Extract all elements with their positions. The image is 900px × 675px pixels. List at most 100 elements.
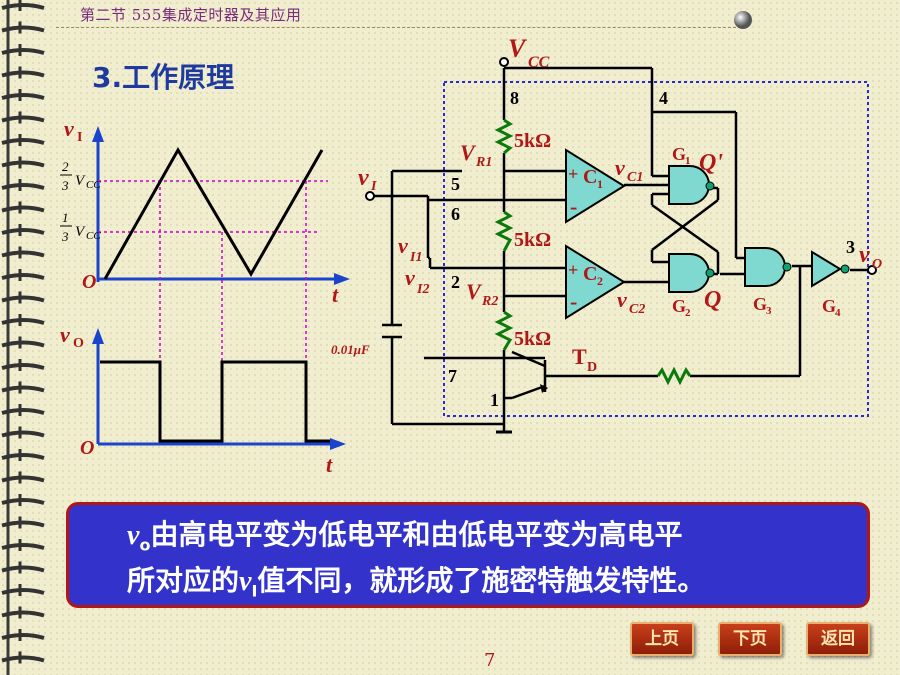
svg-text:R2: R2 — [481, 294, 498, 309]
pin-5-label: 5 — [451, 174, 460, 194]
binding-ring — [1, 655, 45, 663]
g4-label: G — [822, 296, 836, 316]
resistor-feedback — [656, 366, 692, 386]
binding-ring — [1, 408, 45, 415]
c1-label: C — [583, 166, 597, 188]
binding-ring — [1, 250, 45, 258]
binding-ring — [1, 520, 45, 528]
svg-text:I1: I1 — [409, 250, 422, 265]
svg-text:C2: C2 — [629, 302, 645, 317]
square-output-wave — [100, 360, 330, 443]
svg-text:O: O — [872, 257, 882, 272]
spiral-binding — [1, 0, 45, 675]
prev-page-button[interactable]: 上页 — [630, 622, 694, 656]
vo-axis-label: v — [60, 322, 70, 347]
low-level-denominator: 3 — [61, 229, 69, 244]
binding-ring — [1, 475, 45, 483]
explanation-line-2: 所对应的vI值不同，就形成了施密特触发特性。 — [127, 564, 706, 601]
binding-ring — [1, 363, 45, 370]
schmitt-trigger-circuit: V CC V R1 V R2 v I v I1 v I2 v C1 v C2 v… — [331, 34, 882, 434]
vr2-label: V — [466, 279, 483, 304]
binding-ring — [1, 138, 45, 145]
binding-ring — [1, 430, 45, 438]
svg-text:I2: I2 — [416, 282, 429, 297]
r1-value: 5kΩ — [514, 130, 551, 152]
binding-ring — [1, 498, 45, 505]
pin-3-label: 3 — [846, 237, 855, 257]
binding-ring — [1, 610, 45, 618]
binding-ring — [1, 160, 45, 168]
vc1-label: v — [615, 155, 625, 180]
resistor-r3 — [494, 310, 514, 351]
vo-terminal — [867, 265, 877, 275]
g2-label: G — [672, 296, 686, 316]
svg-text:C1: C1 — [627, 170, 643, 185]
vi-time-label: t — [332, 282, 339, 307]
pin-2-label: 2 — [451, 272, 460, 292]
next-page-button[interactable]: 下页 — [718, 622, 782, 656]
vi-label: v — [358, 165, 369, 191]
pin-4-label: 4 — [659, 88, 668, 108]
resistor-r1 — [494, 118, 514, 155]
capacitor-value: 0.01μF — [331, 342, 370, 357]
binding-ring — [1, 588, 45, 595]
page-number: 7 — [484, 650, 496, 671]
binding-ring — [1, 115, 45, 123]
comparator-c1 — [565, 148, 626, 224]
svg-text:V: V — [75, 173, 86, 189]
pin-8-label: 8 — [510, 88, 519, 108]
svg-text:2: 2 — [597, 274, 603, 288]
pin-1-label: 1 — [490, 390, 499, 410]
vi-terminal — [365, 191, 375, 201]
r2-value: 5kΩ — [514, 229, 551, 251]
pin-7-label: 7 — [448, 366, 457, 386]
section-header: 第二节 555集成定时器及其应用 — [80, 6, 302, 24]
svg-text:CC: CC — [86, 230, 101, 242]
binding-ring — [1, 48, 45, 55]
slide-title: 3.工作原理 — [92, 61, 235, 94]
binding-ring — [1, 205, 45, 213]
waveform-diagram: 2 3 V CC 1 3 V CC v I O t v O O t — [60, 116, 350, 477]
high-level-denominator: 3 — [61, 178, 69, 193]
pin-6-label: 6 — [451, 204, 460, 224]
svg-text:+: + — [568, 260, 578, 280]
svg-text:+: + — [568, 164, 578, 184]
inverter-g4 — [811, 250, 842, 288]
header-rule — [56, 27, 746, 28]
r3-value: 5kΩ — [514, 328, 551, 350]
svg-text:-: - — [570, 289, 577, 314]
vi1-label: v — [398, 233, 408, 258]
explanation-box: vo由高电平变为低电平和由低电平变为高电平 所对应的vI值不同，就形成了施密特触… — [66, 502, 870, 608]
comparator-c2 — [565, 244, 626, 320]
vcc-terminal — [499, 57, 509, 67]
header-ball-icon — [734, 11, 752, 29]
g3-label: G — [753, 294, 767, 314]
svg-text:O: O — [73, 336, 84, 351]
vi-origin-label: O — [82, 271, 96, 293]
svg-text:3: 3 — [766, 305, 772, 317]
q-prime-label: Q' — [699, 150, 723, 176]
binding-ring — [1, 453, 45, 460]
binding-ring — [1, 633, 45, 640]
nand-gate-g3 — [744, 247, 786, 287]
binding-ring — [1, 318, 45, 325]
binding-ring — [1, 340, 45, 348]
vcc-label: V — [508, 34, 528, 63]
g1-label: G — [672, 144, 686, 164]
binding-ring — [1, 93, 45, 100]
vo-time-label: t — [326, 452, 333, 477]
nand-gate-g2 — [668, 253, 710, 293]
triangle-input-wave — [103, 146, 324, 280]
binding-ring — [1, 228, 45, 235]
binding-ring — [1, 3, 45, 10]
svg-text:CC: CC — [86, 179, 101, 191]
explanation-line-1: vo由高电平变为低电平和由低电平变为高电平 — [127, 518, 683, 555]
vo-origin-label: O — [80, 437, 94, 459]
back-button[interactable]: 返回 — [806, 622, 870, 656]
td-label: T — [572, 344, 587, 369]
vo-label: v — [859, 242, 870, 268]
resistor-r2 — [494, 210, 514, 252]
high-level-numerator: 2 — [62, 159, 69, 174]
vr1-label: V — [460, 140, 477, 165]
svg-text:4: 4 — [835, 307, 841, 319]
